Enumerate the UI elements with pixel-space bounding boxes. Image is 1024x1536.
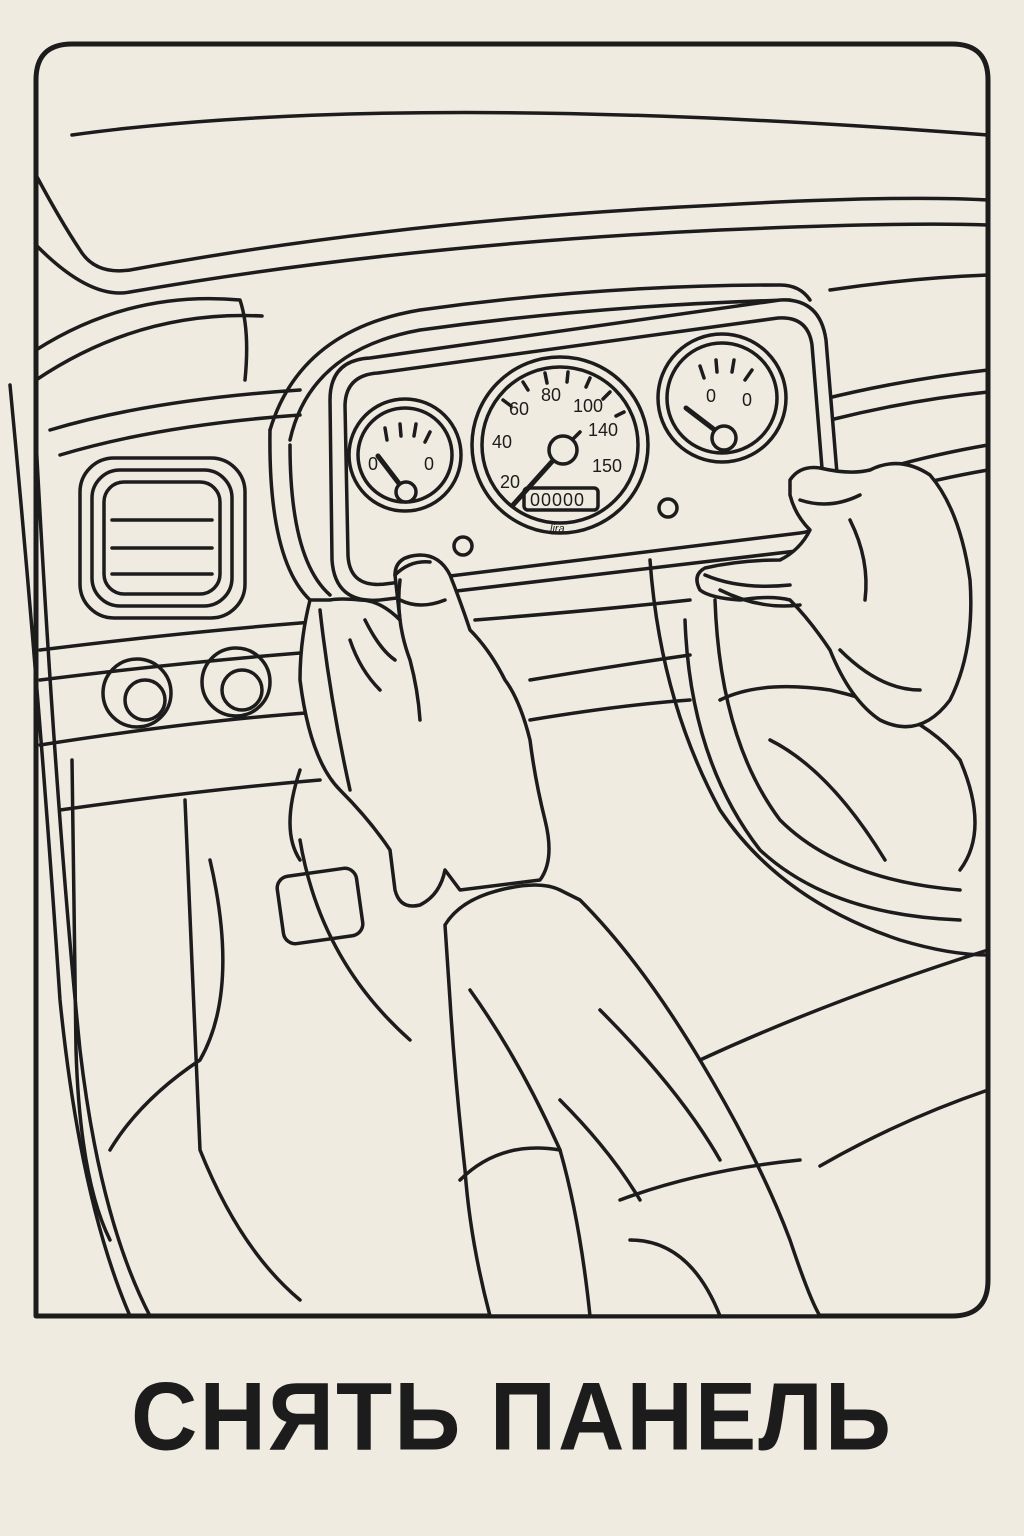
sleeve (443, 883, 990, 1318)
right-gauge-label-min: 0 (706, 386, 716, 406)
speed-label-60: 60 (509, 399, 529, 419)
speed-label-100: 100 (573, 396, 603, 416)
indicator-lamp-left (452, 535, 474, 557)
steering-wheel-icon (648, 558, 990, 957)
instruction-caption: СНЯТЬ ПАНЕЛЬ (131, 1363, 893, 1471)
speed-label-40: 40 (492, 432, 512, 452)
speed-label-150: 150 (592, 456, 622, 476)
dashboard-body (38, 273, 990, 1302)
pedal (275, 866, 365, 946)
speed-label-140: 140 (588, 420, 618, 440)
hand-icon-left (298, 553, 551, 908)
left-gauge-label-max: 0 (424, 454, 434, 474)
speedometer-brand: lira (550, 523, 565, 535)
left-gauge-icon: 0 0 (347, 397, 463, 513)
door-frame (8, 110, 990, 1318)
speed-label-20: 20 (500, 472, 520, 492)
hand-icon-right (695, 461, 973, 729)
odometer-digits: 00000 (530, 490, 585, 510)
speedometer-ticks (501, 370, 626, 418)
indicator-lamp-right (657, 497, 679, 519)
right-gauge-label-max: 0 (742, 390, 752, 410)
odometer-box (522, 486, 600, 512)
left-gauge-label-min: 0 (368, 454, 378, 474)
dashboard-knobs (101, 646, 272, 729)
speedometer-icon: 20 40 60 80 100 140 150 00000 lira (470, 355, 650, 535)
cluster-hood (268, 283, 812, 602)
air-vent-icon (78, 456, 247, 620)
speed-label-80: 80 (541, 385, 561, 405)
right-gauge-icon: 0 0 (656, 332, 788, 464)
frame-border (33, 41, 991, 1319)
